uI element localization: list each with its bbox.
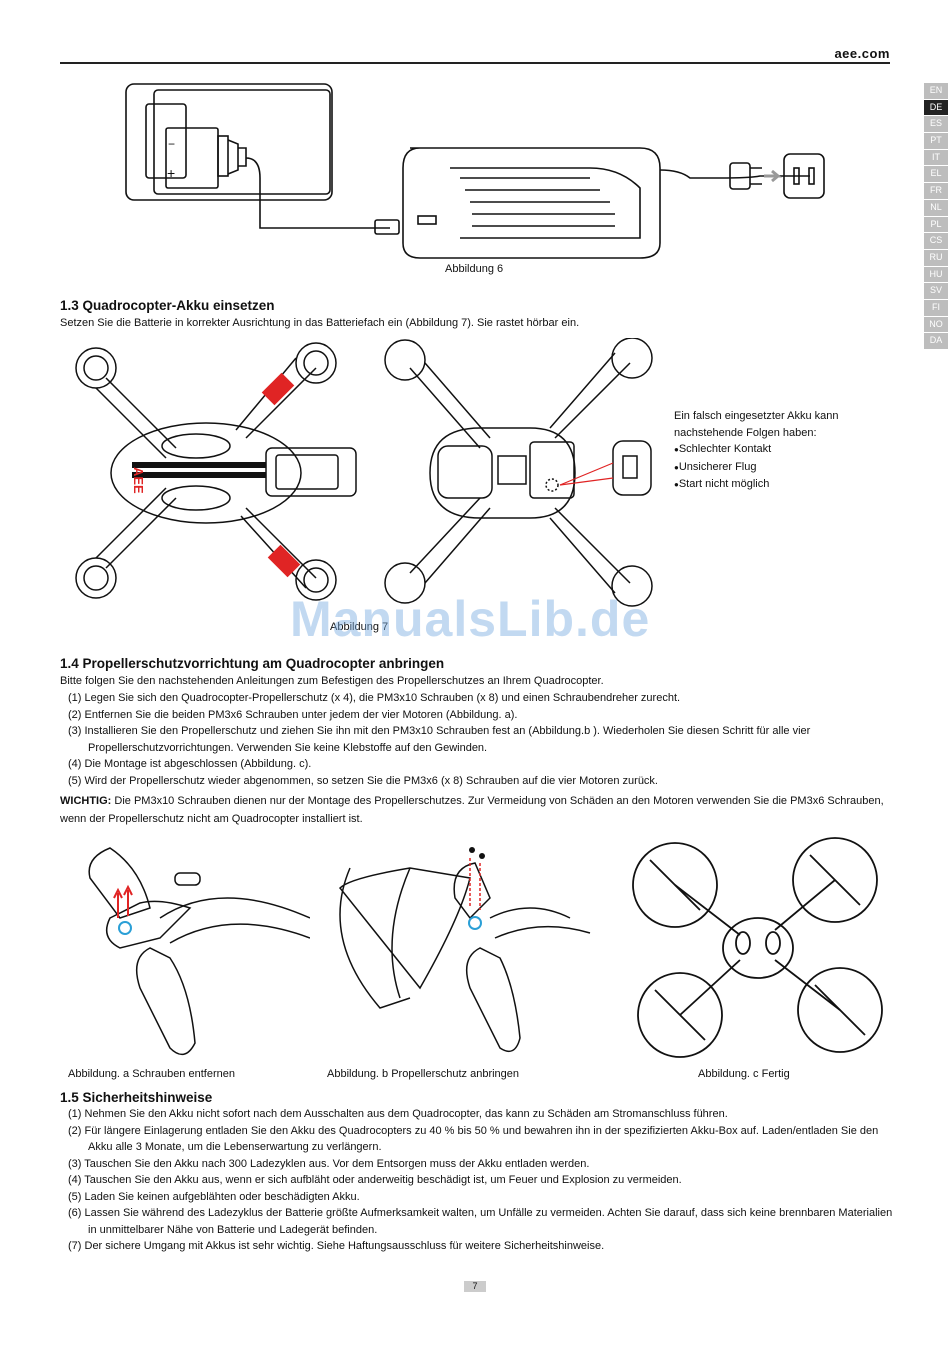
section-1-3-title: 1.3 Quadrocopter-Akku einsetzen — [60, 298, 275, 313]
list-item: (3) Installieren Sie den Propellerschutz… — [68, 725, 811, 754]
language-tab-el[interactable]: EL — [924, 166, 948, 183]
language-tab-it[interactable]: IT — [924, 149, 948, 166]
figure-7-caption: Abbildung 7 — [330, 621, 389, 633]
section-1-5-safety-list: (1) Nehmen Sie den Akku nicht sofort nac… — [60, 1106, 895, 1255]
brand-url: aee.com — [834, 46, 890, 61]
language-tab-pt[interactable]: PT — [924, 133, 948, 149]
list-item: (5) Wird der Propellerschutz wieder abge… — [68, 774, 658, 787]
figure-c-completed-drone — [632, 837, 883, 1058]
section-1-3-text: Setzen Sie die Batterie in korrekter Aus… — [60, 317, 580, 329]
battery-warning-item: Unsicherer Flug — [674, 459, 874, 477]
language-tab-de[interactable]: DE — [924, 99, 948, 116]
battery-warning-item: Schlechter Kontakt — [674, 441, 874, 459]
figure-6-charger-illustration: − + — [125, 83, 825, 259]
list-item: (1) Legen Sie sich den Quadrocopter-Prop… — [68, 692, 681, 704]
language-tab-sv[interactable]: SV — [924, 283, 948, 299]
battery-plus-label: + — [167, 165, 175, 181]
battery-warning-intro: Ein falsch eingesetzter Akku kann nachst… — [674, 410, 839, 439]
battery-warning-box: Ein falsch eingesetzter Akku kann nachst… — [674, 408, 874, 494]
language-tab-pl[interactable]: PL — [924, 216, 948, 233]
list-item: (4) Die Montage ist abgeschlossen (Abbil… — [68, 758, 312, 770]
list-item: (6) Lassen Sie während des Ladezyklus de… — [68, 1207, 893, 1236]
figure-b-caption: Abbildung. b Propellerschutz anbringen — [327, 1068, 520, 1080]
language-tab-es[interactable]: ES — [924, 116, 948, 133]
figure-c-caption: Abbildung. c Fertig — [698, 1068, 790, 1080]
figure-a-remove-screws — [88, 847, 310, 1056]
list-item: (2) Entfernen Sie die beiden PM3x6 Schra… — [68, 708, 518, 721]
figure-7-drone-top-view: AEE — [75, 342, 357, 601]
battery-warning-item: Start nicht möglich — [674, 476, 874, 494]
section-1-4-steps: (1) Legen Sie sich den Quadrocopter-Prop… — [60, 690, 895, 789]
section-1-4-warning: WICHTIG: Die PM3x10 Schrauben dienen nur… — [60, 792, 890, 828]
figure-7-drone-bottom-view — [384, 338, 653, 607]
list-item: (7) Der sichere Umgang mit Akkus ist seh… — [68, 1240, 605, 1252]
language-tab-cs[interactable]: CS — [924, 233, 948, 249]
figure-a-caption: Abbildung. a Schrauben entfernen — [68, 1068, 235, 1080]
language-tab-ru[interactable]: RU — [924, 249, 948, 266]
language-tab-fi[interactable]: FI — [924, 299, 948, 316]
section-1-5-title: 1.5 Sicherheitshinweise — [60, 1090, 213, 1105]
figure-b-attach-guard — [338, 847, 591, 1053]
list-item: (3) Tauschen Sie den Akku nach 300 Ladez… — [68, 1157, 590, 1170]
list-item: (4) Tauschen Sie den Akku aus, wenn er s… — [68, 1174, 682, 1186]
battery-minus-label: − — [168, 137, 175, 151]
figure-6-caption: Abbildung 6 — [445, 263, 504, 275]
drone-logo: AEE — [131, 467, 146, 494]
section-1-4-title: 1.4 Propellerschutzvorrichtung am Quadro… — [60, 656, 445, 671]
list-item: (5) Laden Sie keinen aufgeblähten oder b… — [68, 1190, 360, 1203]
watermark: ManualsLib.de — [290, 591, 651, 647]
section-1-4-intro: Bitte folgen Sie den nachstehenden Anlei… — [60, 675, 604, 687]
language-tab-hu[interactable]: HU — [924, 266, 948, 283]
warning-label: WICHTIG: — [60, 795, 112, 807]
list-item: (2) Für längere Einlagerung entladen Sie… — [68, 1124, 879, 1154]
page-number: 7 — [464, 1281, 486, 1292]
header-rule — [60, 62, 890, 64]
warning-text: Die PM3x10 Schrauben dienen nur der Mont… — [60, 795, 884, 825]
language-tab-no[interactable]: NO — [924, 316, 948, 333]
language-tab-da[interactable]: DA — [924, 333, 948, 349]
language-tab-fr[interactable]: FR — [924, 183, 948, 199]
list-item: (1) Nehmen Sie den Akku nicht sofort nac… — [68, 1108, 728, 1120]
language-tab-en[interactable]: EN — [924, 83, 948, 99]
language-tab-nl[interactable]: NL — [924, 199, 948, 216]
